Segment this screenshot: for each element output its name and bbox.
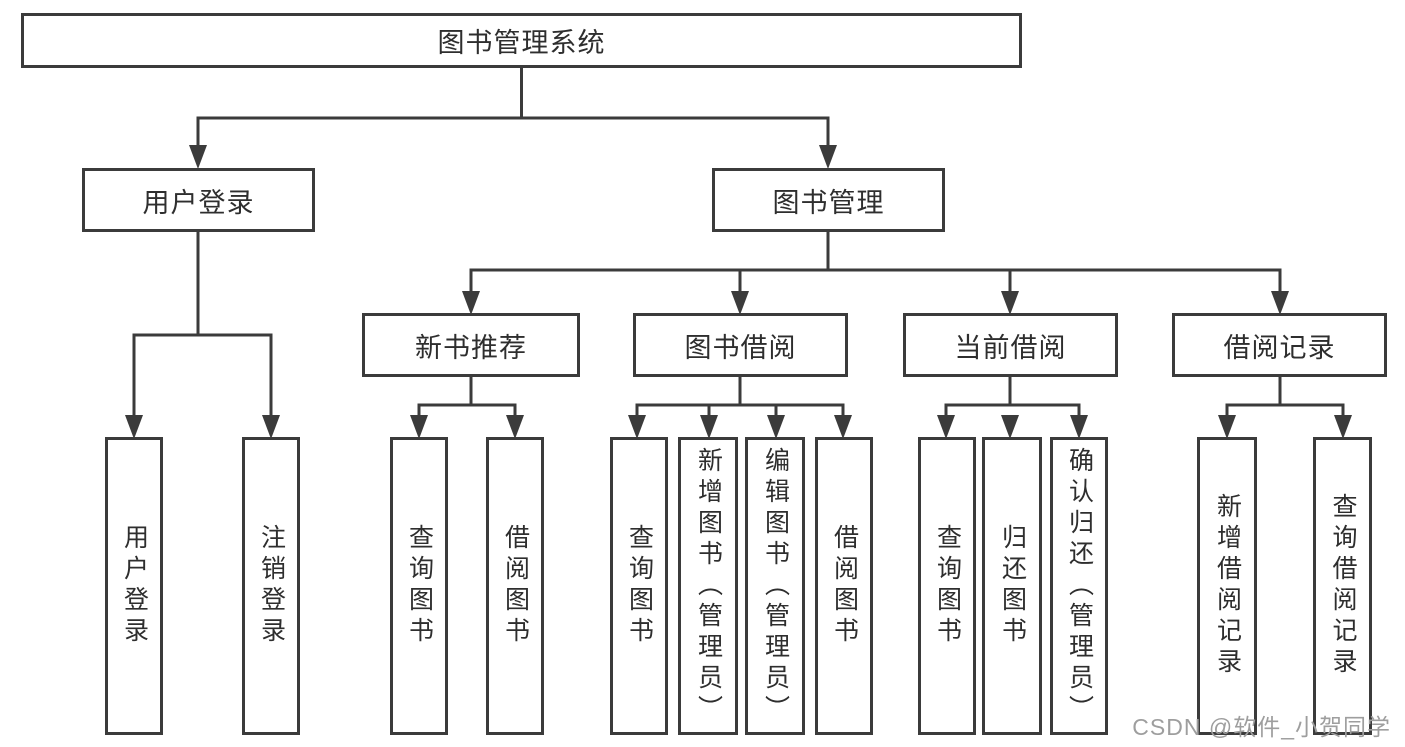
- leaf-query-book-1: 查询图书: [390, 437, 448, 735]
- leaf-borrow-book-1: 借阅图书: [486, 437, 544, 735]
- leaf-query-book-3: 查询图书: [918, 437, 976, 735]
- node-user-login: 用户登录: [82, 168, 315, 232]
- leaf-add-borrow-record-label: 新增借阅记录: [1213, 493, 1242, 679]
- leaf-confirm-return-admin-label: 确认归还（管理员）: [1065, 446, 1094, 726]
- node-borrow-records-label: 借阅记录: [1223, 332, 1336, 363]
- node-book-borrow: 图书借阅: [633, 313, 848, 377]
- node-book-management-label: 图书管理: [772, 187, 885, 218]
- leaf-add-borrow-record: 新增借阅记录: [1197, 437, 1257, 735]
- node-user-login-label: 用户登录: [142, 187, 255, 218]
- leaf-confirm-return-admin: 确认归还（管理员）: [1050, 437, 1108, 735]
- leaf-add-book-admin: 新增图书（管理员）: [678, 437, 738, 735]
- leaf-edit-book-admin: 编辑图书（管理员）: [745, 437, 805, 735]
- node-book-management: 图书管理: [712, 168, 945, 232]
- leaf-return-book: 归还图书: [982, 437, 1042, 735]
- leaf-query-book-2-label: 查询图书: [625, 524, 654, 648]
- node-borrow-records: 借阅记录: [1172, 313, 1387, 377]
- node-root: 图书管理系统: [21, 13, 1022, 68]
- leaf-logout-label: 注销登录: [257, 524, 286, 648]
- leaf-borrow-book-2: 借阅图书: [815, 437, 873, 735]
- csdn-watermark: CSDN @软件_小贺同学: [1132, 714, 1391, 740]
- leaf-logout: 注销登录: [242, 437, 300, 735]
- leaf-add-book-admin-label: 新增图书（管理员）: [694, 446, 723, 726]
- leaf-return-book-label: 归还图书: [998, 524, 1027, 648]
- node-current-borrow: 当前借阅: [903, 313, 1118, 377]
- node-current-borrow-label: 当前借阅: [954, 332, 1067, 363]
- leaf-query-book-2: 查询图书: [610, 437, 668, 735]
- leaf-user-login: 用户登录: [105, 437, 163, 735]
- leaf-user-login-label: 用户登录: [120, 524, 149, 648]
- leaf-borrow-book-1-label: 借阅图书: [501, 524, 530, 648]
- leaf-query-book-3-label: 查询图书: [933, 524, 962, 648]
- leaf-borrow-book-2-label: 借阅图书: [830, 524, 859, 648]
- node-new-book-recommend: 新书推荐: [362, 313, 580, 377]
- node-new-book-recommend-label: 新书推荐: [415, 332, 527, 363]
- leaf-edit-book-admin-label: 编辑图书（管理员）: [761, 446, 790, 726]
- leaf-query-borrow-record-label: 查询借阅记录: [1329, 493, 1357, 679]
- node-root-label: 图书管理系统: [437, 28, 606, 58]
- node-book-borrow-label: 图书借阅: [684, 332, 797, 363]
- leaf-query-book-1-label: 查询图书: [405, 524, 434, 648]
- leaf-query-borrow-record: 查询借阅记录: [1313, 437, 1372, 735]
